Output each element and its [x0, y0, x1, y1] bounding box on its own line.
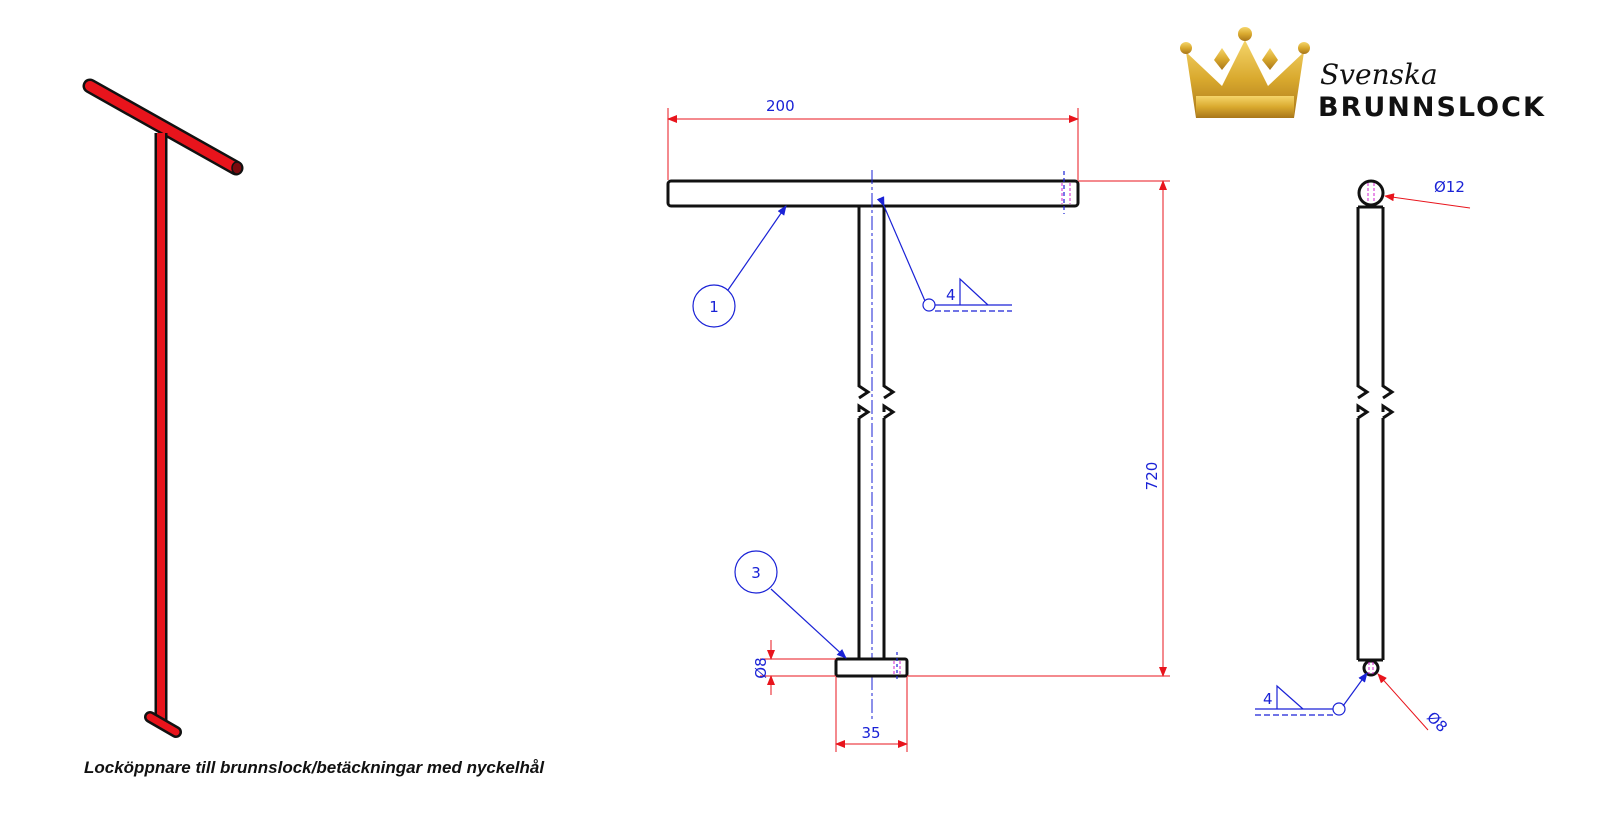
- isometric-tool-view: [82, 78, 244, 738]
- logo-script-text: Svenska: [1320, 58, 1438, 91]
- brand-logo: Svenska BRUNNSLOCK: [1180, 27, 1546, 123]
- crown-icon: [1180, 27, 1310, 118]
- dim-foot-diameter: Ø8: [752, 657, 770, 678]
- dim-handle-diameter: Ø12: [1434, 178, 1465, 196]
- logo-bold-text: BRUNNSLOCK: [1318, 92, 1546, 123]
- side-view: Ø12 Ø8 4: [1255, 178, 1471, 736]
- balloon-item-3: 3: [751, 564, 761, 582]
- dim-foot-width: 35: [861, 724, 880, 742]
- front-view: 200 720 35 Ø8: [666, 97, 1170, 752]
- dim-handle-width: 200: [766, 97, 795, 115]
- dim-total-height: 720: [1143, 462, 1161, 491]
- weld-size-side: 4: [1263, 690, 1273, 708]
- drawing-caption: Locköppnare till brunnslock/betäckningar…: [84, 758, 545, 777]
- balloon-item-1: 1: [709, 298, 719, 316]
- dim-side-foot-diameter: Ø8: [1423, 708, 1451, 736]
- weld-size-top: 4: [946, 286, 956, 304]
